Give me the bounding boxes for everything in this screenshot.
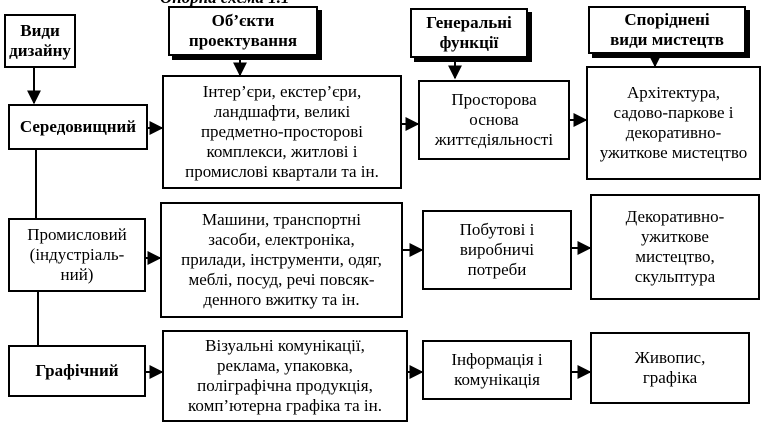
objects-graphic: Візуальні комунікації, реклама, упаковка… (162, 330, 408, 422)
header-design-types: Види дизайну (4, 14, 76, 68)
arts-graphic: Живопис, графіка (590, 332, 750, 404)
objects-industrial: Машини, транспортні засоби, електроніка,… (160, 202, 403, 318)
type-industrial: Промисловий (індустріаль- ний) (8, 218, 146, 292)
type-environmental: Середовищний (8, 104, 148, 150)
functions-industrial: Побутові і виробничі потреби (422, 210, 572, 290)
header-related-arts-label: Споріднені види мистецтв (610, 9, 724, 49)
arts-graphic-text: Живопис, графіка (634, 347, 706, 387)
type-environmental-label: Середовищний (19, 116, 137, 136)
arts-industrial-text: Декоративно- ужиткове мистецтво, скульпт… (625, 206, 725, 287)
header-general-functions: Генеральні функції (410, 8, 528, 58)
header-design-objects: Об’єкти проектування (168, 6, 318, 56)
functions-environmental-text: Просторова основа життєдіяльності (434, 89, 554, 150)
arts-environmental: Архітектура, садово-паркове і декоративн… (586, 66, 761, 180)
functions-graphic: Інформація і комунікація (422, 340, 572, 400)
scheme-title-fragment: Опорна схема 1.1 (160, 0, 290, 8)
type-graphic: Графічний (8, 345, 146, 397)
header-related-arts: Споріднені види мистецтв (588, 6, 746, 54)
header-design-objects-label: Об’єкти проектування (188, 10, 298, 50)
type-industrial-label: Промисловий (індустріаль- ний) (27, 224, 127, 285)
header-design-types-label: Види дизайну (9, 20, 71, 60)
objects-industrial-text: Машини, транспортні засоби, електроніка,… (181, 209, 382, 310)
type-graphic-label: Графічний (35, 360, 119, 380)
objects-environmental-text: Інтер’єри, екстер’єри, ландшафти, великі… (185, 81, 379, 182)
functions-industrial-text: Побутові і виробничі потреби (459, 219, 535, 280)
header-general-functions-label: Генеральні функції (426, 12, 512, 52)
arts-industrial: Декоративно- ужиткове мистецтво, скульпт… (590, 194, 760, 300)
functions-graphic-text: Інформація і комунікація (451, 349, 543, 389)
objects-graphic-text: Візуальні комунікації, реклама, упаковка… (188, 335, 382, 416)
arts-environmental-text: Архітектура, садово-паркове і декоративн… (599, 82, 748, 163)
objects-environmental: Інтер’єри, екстер’єри, ландшафти, великі… (162, 75, 402, 189)
functions-environmental: Просторова основа життєдіяльності (418, 80, 570, 160)
